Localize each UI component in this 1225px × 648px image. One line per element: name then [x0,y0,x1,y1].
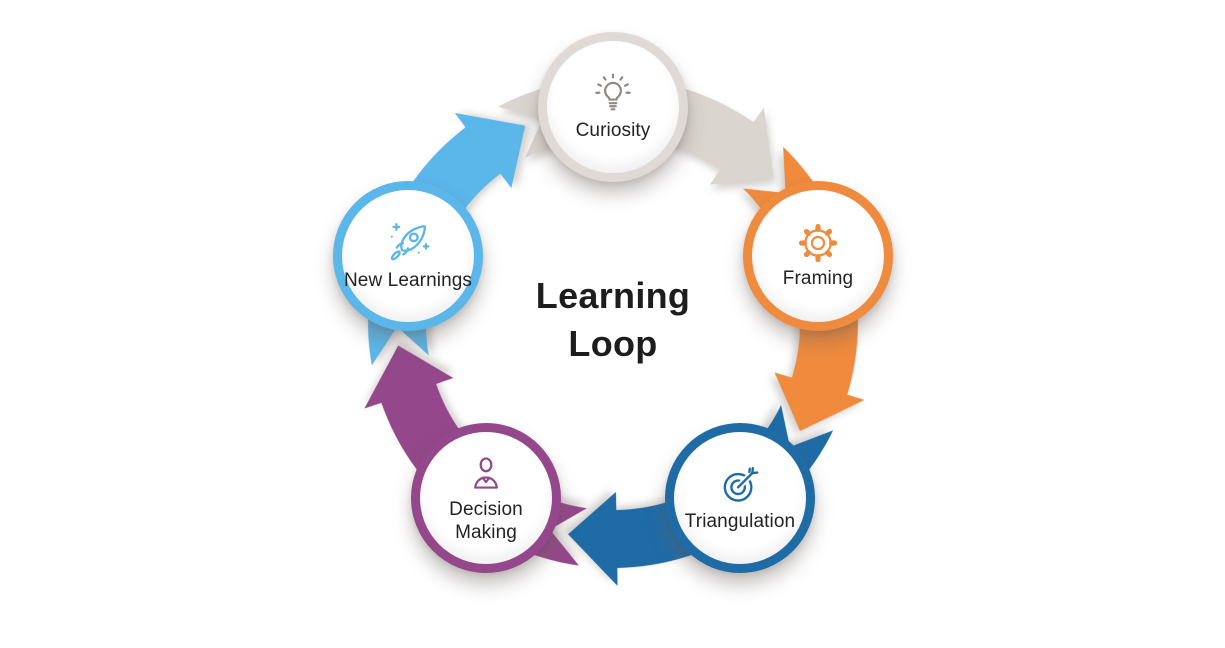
gear-icon [796,221,840,265]
person-icon [464,452,508,496]
node-new-learnings: New Learnings [333,181,483,331]
node-label: Framing [782,268,854,290]
node-triangulation: Triangulation [665,423,815,573]
node-curiosity: Curiosity [538,32,688,182]
title-line-2: Loop [568,323,658,364]
node-label: Curiosity [575,120,651,142]
target-dart-icon [717,462,763,508]
title-line-1: Learning [535,275,691,316]
lightbulb-icon [590,71,636,117]
node-framing: Framing [743,181,893,331]
rocket-icon [384,219,432,267]
node-label: Decision Making [449,499,523,543]
diagram-title: Learning Loop [536,272,690,368]
node-label: Triangulation [684,511,796,533]
node-label: New Learnings [343,270,473,292]
node-decision-making: Decision Making [411,423,561,573]
